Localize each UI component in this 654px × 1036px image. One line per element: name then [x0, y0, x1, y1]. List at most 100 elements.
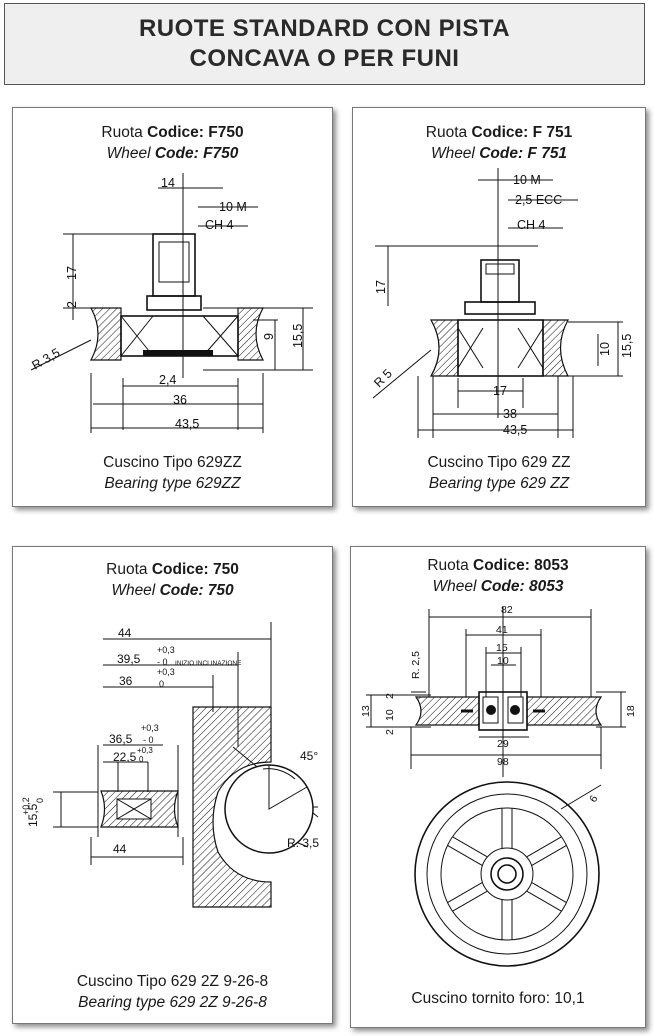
bearing-8053: Cuscino tornito foro: 10,1	[351, 988, 645, 1009]
dim-r-3-5: R. 3,5	[287, 836, 319, 850]
dim-2a: 2	[384, 693, 396, 699]
drawing-f750: 14 10 M CH 4 2,4 36 43,5 17 2 9 15,5 R 3…	[30, 173, 313, 433]
tol-0-3d: +0,3	[137, 746, 153, 755]
dim-ch4: CH 4	[517, 218, 546, 232]
dim-10m: 10 M	[513, 173, 541, 187]
dim-15-5: 15,5	[620, 334, 634, 358]
bearing-en: Bearing type 629 ZZ	[428, 475, 570, 492]
dim-22-5: 22,5	[113, 750, 137, 764]
caption-en-code-label: Code:	[480, 578, 525, 595]
dim-98: 98	[497, 756, 509, 768]
caption-en-code: 750	[207, 582, 234, 599]
bearing-it: Cuscino Tipo 629 2Z 9-26-8	[76, 973, 269, 990]
drawing-8053: 82 41 15 10 29 98 R. 2,5 2 10 2 13 18 6	[360, 604, 637, 967]
page-title: RUOTE STANDARD CON PISTA CONCAVA O PER F…	[4, 3, 645, 85]
dim-44-top: 44	[118, 626, 132, 640]
dim-ch4: CH 4	[205, 218, 234, 232]
caption-en-code: F 751	[527, 145, 568, 162]
dim-2b: 2	[384, 729, 396, 735]
dim-36: 36	[119, 674, 133, 688]
spoke-line	[447, 882, 483, 904]
dim-43-5: 43,5	[503, 423, 527, 437]
dim-36: 36	[173, 393, 187, 407]
dim-38: 38	[503, 407, 517, 421]
spoke-line	[447, 844, 483, 866]
bearing-en: Bearing type 629ZZ	[104, 475, 241, 492]
spoke-line	[531, 844, 567, 866]
caption-code: 750	[212, 561, 239, 578]
dim-41: 41	[496, 624, 508, 636]
dim-9: 9	[262, 333, 276, 340]
caption-it-code-label: Codice:	[473, 557, 530, 574]
tol-0d: 0	[139, 755, 144, 764]
caption-it-prefix: Ruota	[101, 124, 148, 141]
caption-en-code-label: Code:	[159, 582, 204, 599]
spoke-line	[452, 836, 488, 858]
dim-10: 10	[598, 342, 612, 356]
note-incline: INIZIO INCLINAZIONE	[175, 660, 242, 667]
tol-0-3c: +0,3	[141, 723, 159, 733]
caption-f751: Ruota Codice: F 751 Wheel Code: F 751	[353, 122, 645, 164]
dim-15-5: 15,5	[291, 324, 305, 348]
caption-it-code-label: Codice:	[151, 561, 209, 578]
dim-39-5: 39,5	[117, 652, 141, 666]
spoke-line	[531, 882, 567, 904]
bearing-f750: Cuscino Tipo 629ZZ Bearing type 629ZZ	[13, 452, 332, 494]
tol-0-3b: +0,3	[157, 667, 175, 677]
caption-750: Ruota Codice: 750 Wheel Code: 750	[13, 559, 332, 601]
dim-10: 10	[497, 655, 509, 667]
drawing-f751: 10 M 2,5 ECC CH 4 17 38 43,5 17 10 15,5 …	[371, 168, 634, 438]
panel-wheel-f751: Ruota Codice: F 751 Wheel Code: F 751	[352, 107, 646, 507]
bearing-it: Cuscino Tipo 629ZZ	[103, 454, 242, 471]
caption-f750: Ruota Codice: F750 Wheel Code: F750	[13, 122, 332, 164]
tol-0-2: +0,2	[21, 797, 31, 815]
dim-ecc: 2,5 ECC	[515, 193, 562, 207]
caption-en-prefix: Wheel	[111, 582, 160, 599]
panel-wheel-750: Ruota Codice: 750 Wheel Code: 750	[12, 546, 333, 1024]
spoke-line	[526, 890, 562, 912]
dim-r-2-5: R. 2,5	[410, 651, 422, 679]
dim-6: 6	[587, 793, 600, 804]
dim-r5: R 5	[371, 366, 395, 390]
dim-15-5: 15,5	[26, 803, 40, 827]
caption-en-code-label: Code:	[479, 145, 524, 162]
caption-it-prefix: Ruota	[427, 557, 474, 574]
dim-17: 17	[374, 280, 388, 294]
panel-wheel-f750: Ruota Codice: F750 Wheel Code: F750	[12, 107, 333, 507]
spoke-line	[526, 836, 562, 858]
dim-2: 2	[65, 301, 79, 308]
dim-18: 18	[625, 705, 637, 717]
tol-0b: 0	[159, 679, 164, 689]
bearing-750: Cuscino Tipo 629 2Z 9-26-8 Bearing type …	[13, 971, 332, 1013]
caption-it-prefix: Ruota	[425, 124, 472, 141]
dim-2-4: 2,4	[159, 373, 176, 387]
tol-0a: - 0	[157, 657, 168, 667]
panel-wheel-8053: Ruota Codice: 8053 Wheel Code: 8053	[350, 546, 646, 1028]
dim-43-5: 43,5	[175, 417, 199, 431]
caption-code: F 751	[532, 124, 573, 141]
tol-0-3: +0,3	[157, 645, 175, 655]
dim-17-bore: 17	[493, 384, 507, 398]
dim-82: 82	[501, 604, 513, 616]
caption-it-prefix: Ruota	[106, 561, 152, 578]
dim-36-5: 36,5	[109, 732, 133, 746]
caption-en-prefix: Wheel	[432, 578, 481, 595]
spoke-line	[452, 890, 488, 912]
caption-en-code: 8053	[529, 578, 564, 595]
title-line-2: CONCAVA O PER FUNI	[189, 45, 460, 72]
tol-0e: 0	[35, 798, 45, 803]
dim-r-3-5: R 3,5	[30, 346, 63, 373]
caption-code: 8053	[534, 557, 569, 574]
dim-10-vert: 10	[384, 709, 396, 721]
tol-0c: - 0	[143, 735, 154, 745]
dim-15: 15	[496, 642, 508, 654]
caption-en-prefix: Wheel	[106, 145, 155, 162]
drawing-750: 44 39,5 +0,3 - 0 INIZIO INCLINAZIONE 36 …	[21, 622, 319, 908]
bearing-it: Cuscino Tipo 629 ZZ	[427, 454, 571, 471]
dim-45-deg: 45°	[300, 749, 318, 763]
dim-14: 14	[161, 176, 175, 190]
bearing-it: Cuscino tornito foro: 10,1	[411, 990, 585, 1007]
caption-en-code-label: Code:	[154, 145, 199, 162]
caption-code: F750	[208, 124, 244, 141]
dim-13: 13	[360, 705, 372, 717]
